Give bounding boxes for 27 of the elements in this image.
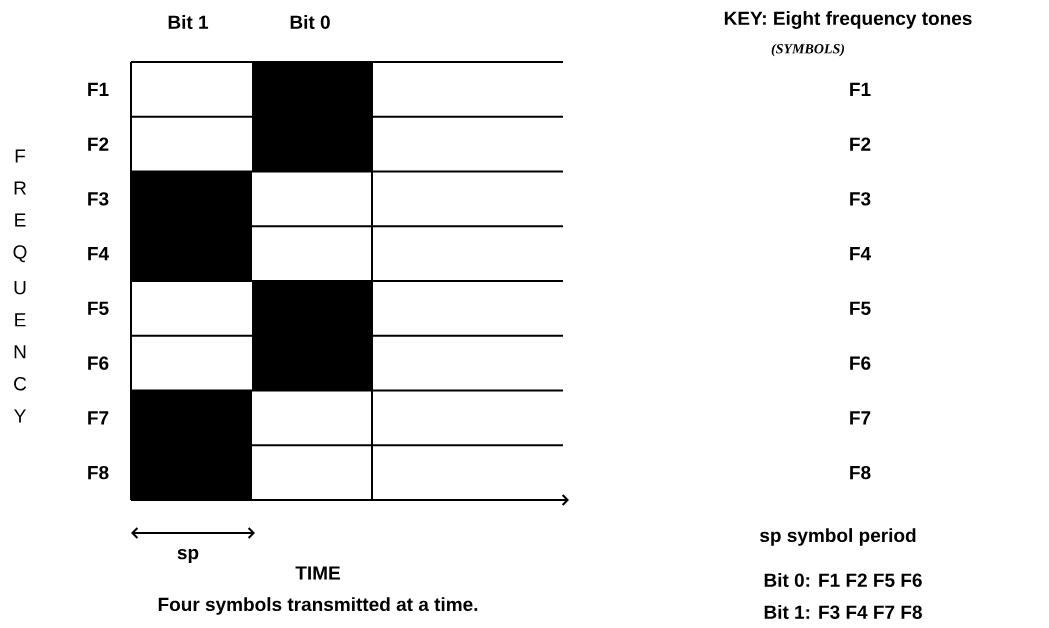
key-entry: F3 (850, 192, 871, 206)
column-label: Bit 0 (290, 15, 330, 29)
key-entry: F5 (850, 301, 871, 315)
frequency-label: F3 (88, 192, 109, 206)
frequency-label: F6 (88, 356, 109, 370)
key-heading: KEY: Eight frequency tones (724, 11, 972, 29)
key-subheading: (SYMBOLS) (771, 43, 845, 57)
frequency-label: F7 (88, 411, 109, 425)
caption: Four symbols transmitted at a time. (158, 597, 478, 615)
key-entry: F7 (850, 411, 871, 425)
key-entry: F2 (850, 137, 871, 151)
frequency-label: F4 (88, 247, 109, 261)
column-label: Bit 1 (168, 15, 209, 29)
note: sp symbol period (760, 528, 916, 546)
note: Bit 1: F3 F4 F7 F8 (764, 605, 922, 619)
frequency-label: F8 (88, 465, 109, 480)
note: Bit 0: F1 F2 F5 F6 (764, 573, 922, 587)
key-entry: F4 (850, 247, 871, 261)
axis-label: FREQUENCY (13, 149, 27, 423)
axis-label: TIME (295, 566, 340, 580)
dimension-label: sp (177, 548, 199, 564)
frequency-label: F1 (88, 82, 109, 96)
frequency-label: F2 (88, 137, 109, 151)
frequency-label: F5 (88, 301, 109, 315)
key-entry: F6 (850, 356, 871, 370)
key-entry: F1 (850, 82, 871, 96)
key-entry: F8 (850, 465, 871, 480)
